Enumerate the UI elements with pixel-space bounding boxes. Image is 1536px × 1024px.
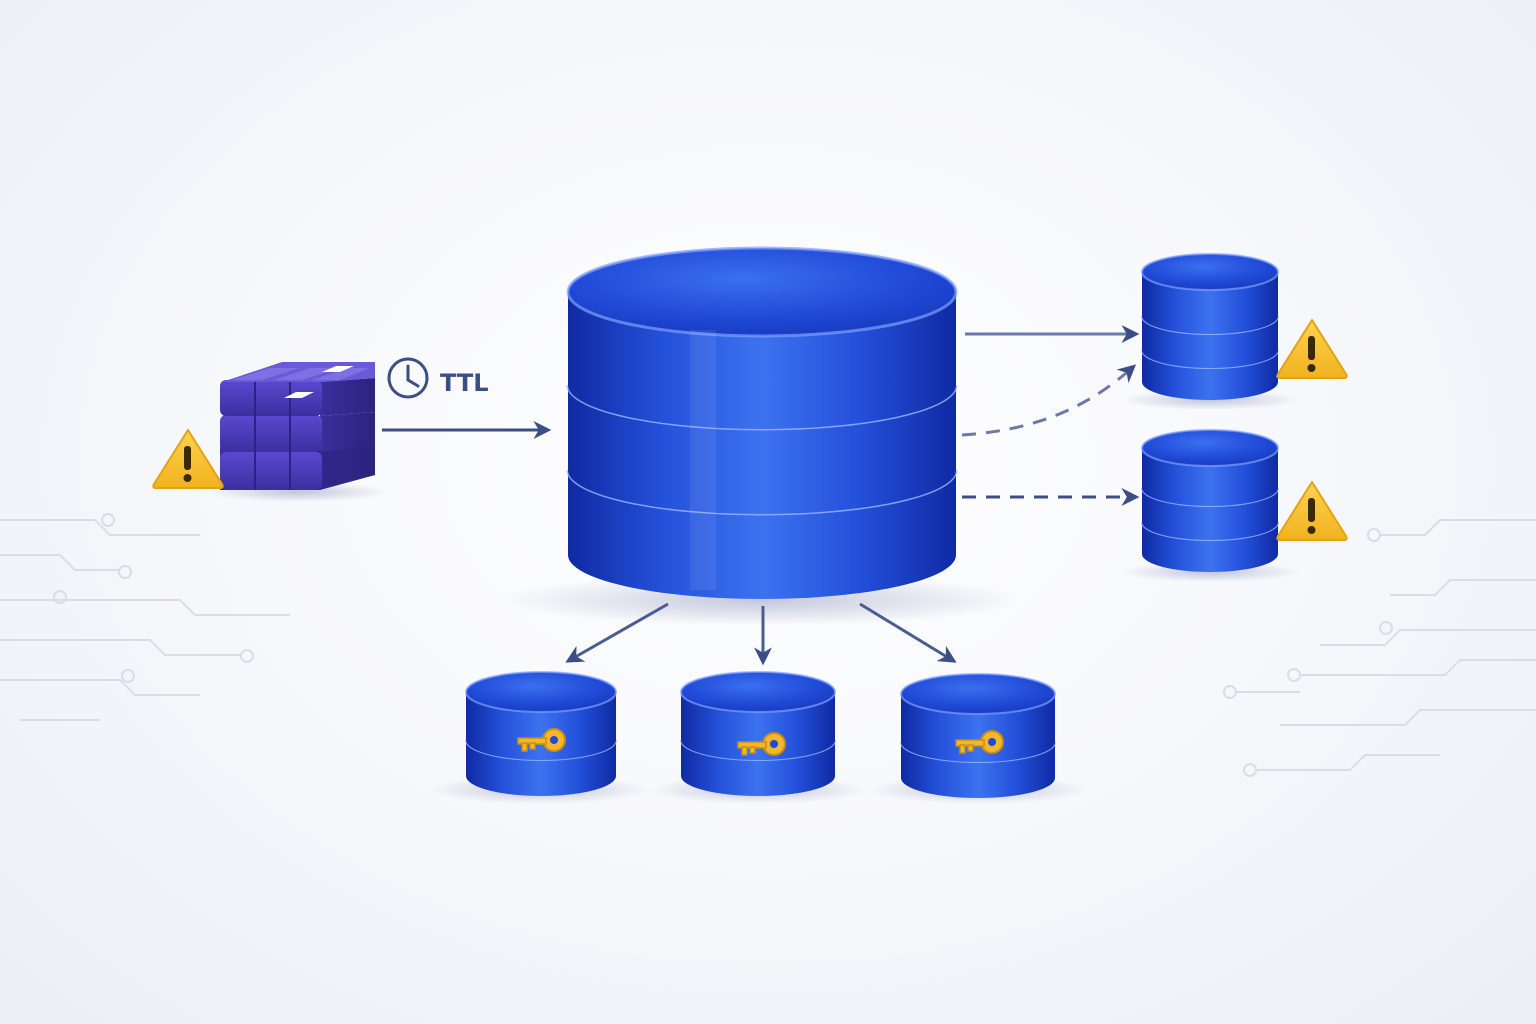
warning-icon	[1276, 481, 1348, 541]
edges	[382, 325, 1140, 666]
edge-primary-to-replica-top-async	[961, 364, 1137, 437]
edge-primary-to-shard-left	[565, 602, 669, 663]
database-icon[interactable]	[680, 671, 836, 796]
database-icon[interactable]	[1141, 429, 1279, 572]
database-icon[interactable]	[465, 671, 617, 796]
warning-icon	[1276, 319, 1348, 379]
key-icon	[955, 730, 1004, 754]
cache-grid-icon[interactable]	[220, 362, 375, 490]
warning-icon	[152, 429, 224, 489]
circuit-traces	[0, 513, 1536, 777]
database-icon[interactable]	[1141, 253, 1279, 400]
database-icon[interactable]	[566, 246, 958, 599]
key-icon	[737, 732, 786, 756]
edge-primary-to-shard-right	[859, 602, 957, 663]
key-icon	[517, 728, 566, 752]
clock-icon	[387, 357, 429, 399]
database-icon[interactable]	[900, 673, 1056, 798]
ttl-label: TTL	[440, 369, 489, 397]
